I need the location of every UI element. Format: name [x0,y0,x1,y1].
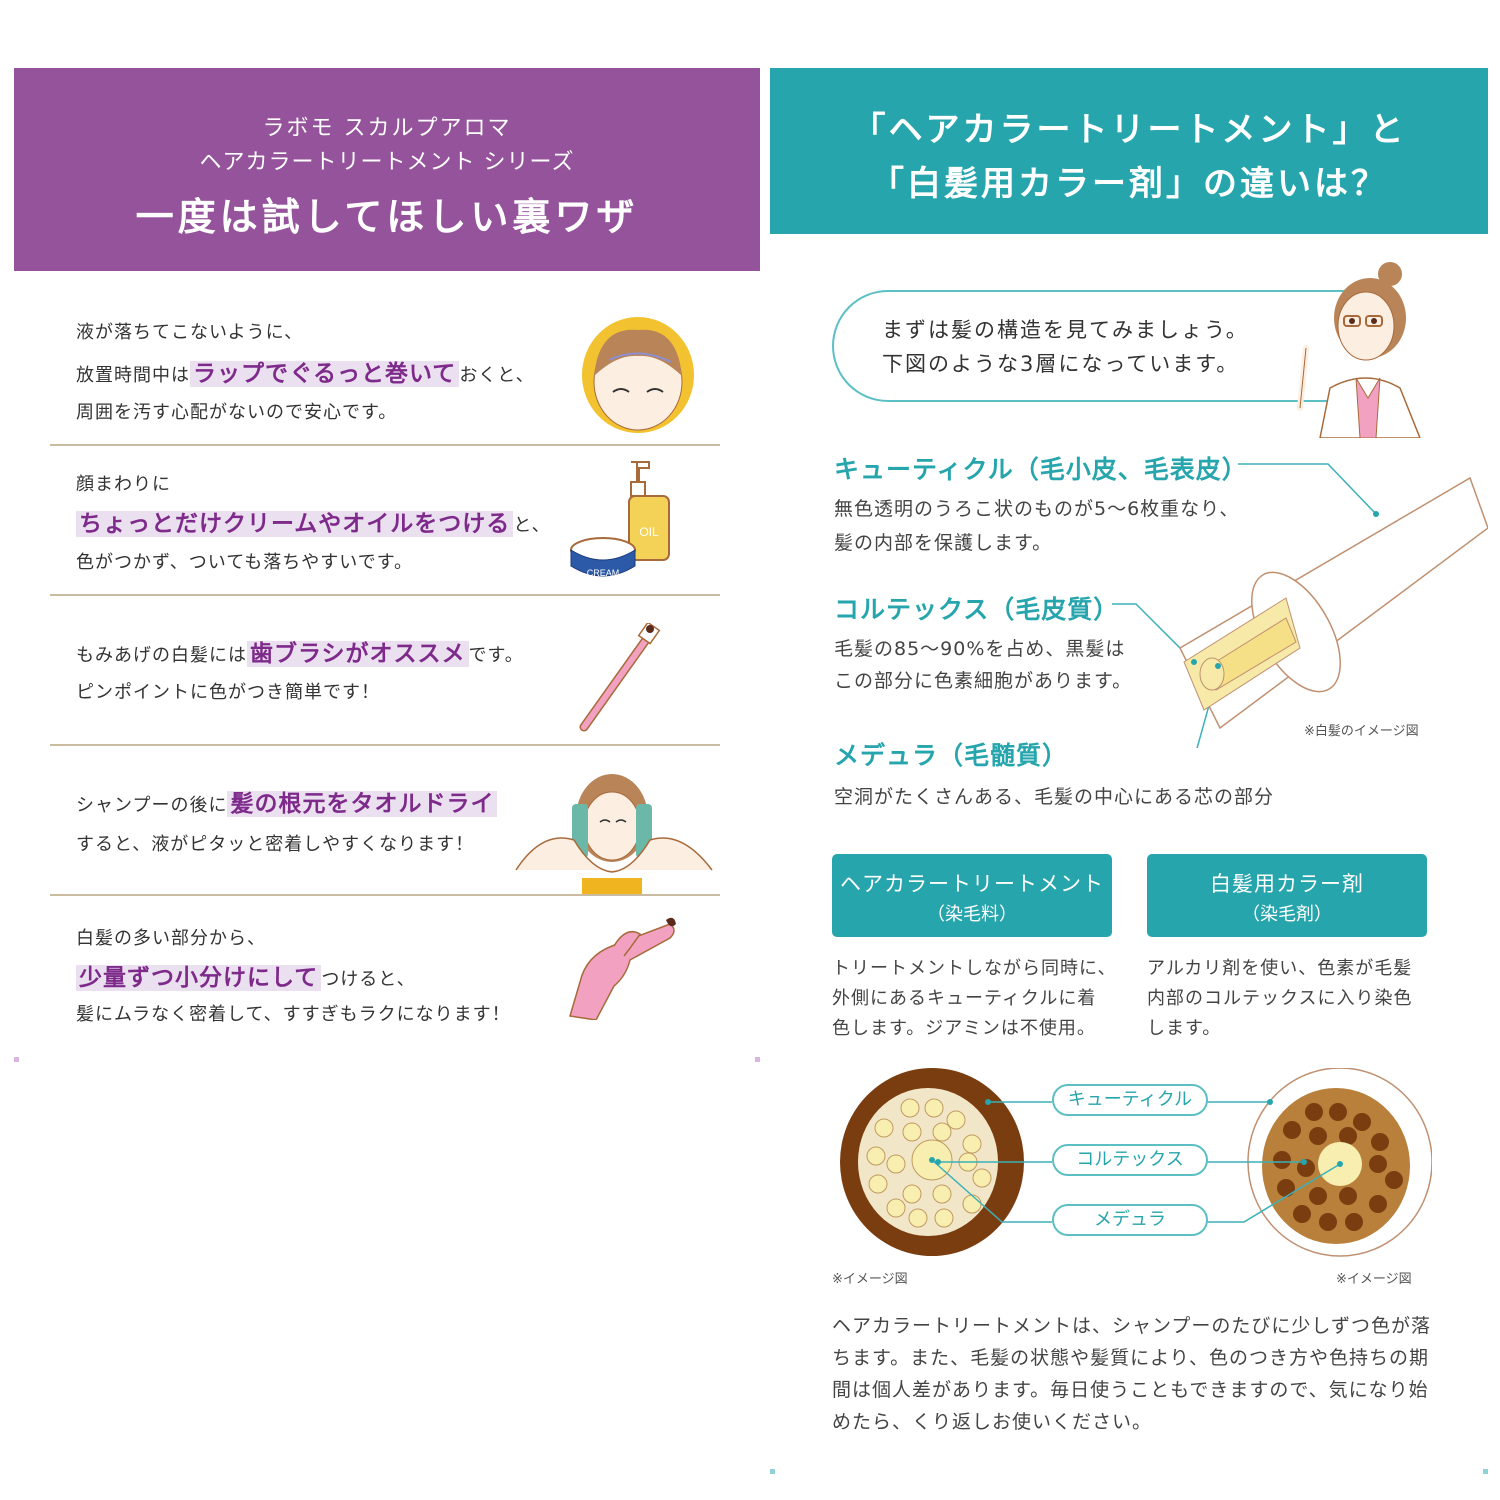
panel-corner [755,1057,760,1062]
toothbrush-icon [579,623,661,732]
treatment-name: ヘアカラートリートメント [840,872,1104,896]
divider [50,744,720,746]
tip-text: 色がつかず、ついても落ちやすいです。 [76,552,413,573]
panel-corner [1483,1469,1488,1474]
tip-item: 顔まわりに ちょっとだけクリームやオイルをつけると、 色がつかず、ついても落ちや… [50,460,720,600]
treatment-sub: （染毛料） [927,904,1017,925]
tip-highlight: ちょっとだけクリームやオイルをつける [76,511,514,537]
panel-corner [14,1057,19,1062]
dye-name: 白髪用カラー剤 [1210,872,1364,896]
tip-highlight: 髪の根元をタオルドライ [227,791,498,817]
svg-text:OIL: OIL [639,525,659,539]
layer-desc: 毛髪の85～90%を占め、黒髪は [834,638,1126,660]
layer-label-cuticle: キューティクル（毛小皮、毛表皮） [834,455,1248,484]
tip-text: 顔まわりに [76,474,171,495]
tip-highlight: ラップでぐるっと巻いて [190,361,460,387]
hair-image-note: ※白髪のイメージ図 [1304,724,1419,739]
treatment-box: ヘアカラートリートメント （染毛料） [832,854,1112,937]
divider [50,594,720,596]
oil-cream-icon: OIL CREAM [570,461,670,578]
dye-desc: アルカリ剤を使い、色素が毛髪 内部のコルテックスに入り染色 します。 [1147,958,1413,1039]
tip-highlight: 歯ブラシがオススメ [247,641,469,667]
layer-label-cortex: コルテックス（毛皮質） [834,595,1120,624]
tip-text: シャンプーの後に髪の根元をタオルドライ [76,784,498,818]
speech-text: まずは髪の構造を見てみましょう。 [882,318,1249,342]
towel-dry-icon [515,774,713,894]
tip-text: 液が落ちてこないように、 [76,322,304,343]
layer-desc: 髪の内部を保護します。 [834,532,1053,554]
gloved-hand-icon [569,917,676,1020]
teacher-avatar-icon [1297,262,1421,438]
svg-text:CREAM: CREAM [587,568,620,578]
series-name: ヘアカラートリートメント シリーズ [199,150,575,175]
comparison-title-line1: 「ヘアカラートリートメント」と [851,110,1407,150]
tips-header: ラボモ スカルプアロマ ヘアカラートリートメント シリーズ 一度は試してほしい裏… [14,68,760,271]
layer-desc: 無色透明のうろこ状のものが5～6枚重なり、 [834,498,1240,520]
tip-text: ちょっとだけクリームやオイルをつけると、 [76,504,551,538]
tip-highlight: 少量ずつ小分けにして [76,965,322,991]
series-brand: ラボモ スカルプアロマ [262,116,512,141]
tip-text: ピンポイントに色がつき簡単です！ [76,682,380,703]
dye-sub: （染毛剤） [1242,904,1332,925]
face-wrapped-icon [582,317,694,433]
cross-label-cortex: コルテックス [1052,1144,1208,1176]
tip-text: 少量ずつ小分けにしてつけると、 [76,958,416,992]
comparison-header: 「ヘアカラートリートメント」と 「白髪用カラー剤」の違いは？ [770,68,1488,234]
tips-title: 一度は試してほしい裏ワザ [135,195,639,239]
tip-text: 周囲を汚す心配がないので安心です。 [76,402,398,423]
layer-label-medulla: メデュラ（毛髄質） [834,741,1069,770]
cross-label-cuticle: キューティクル [1052,1084,1208,1116]
tip-text: 白髪の多い部分から、 [76,928,266,949]
hair-structure-diagram [1112,463,1488,748]
panel-corner [770,1469,775,1474]
tips-panel: ラボモ スカルプアロマ ヘアカラートリートメント シリーズ 一度は試してほしい裏… [14,68,760,1062]
tip-text: すると、液がピタッと密着しやすくなります！ [76,834,475,855]
comparison-panel: 「ヘアカラートリートメント」と 「白髪用カラー剤」の違いは？ まずは髪の構造を見… [770,68,1488,1474]
tip-text: 髪にムラなく密着して、すすぎもラクになります！ [76,1004,511,1025]
layer-desc: この部分に色素細胞があります。 [834,670,1133,692]
cross-section-diagram [840,1068,1432,1257]
tip-item: 液が落ちてこないように、 放置時間中はラップでぐるっと巻いておくと、 周囲を汚す… [50,308,720,448]
divider [50,894,720,896]
comparison-title-line2: 「白髪用カラー剤」の違いは？ [870,164,1388,204]
divider [50,444,720,446]
treatment-desc: トリートメントしながら同時に、 外側にあるキューティクルに着 色します。ジアミン… [832,958,1117,1039]
layer-desc: 空洞がたくさんある、毛髪の中心にある芯の部分 [834,786,1275,808]
tip-item: シャンプーの後に髪の根元をタオルドライ すると、液がピタッと密着しやすくなります… [50,780,720,880]
hair-dye-box: 白髪用カラー剤 （染毛剤） [1147,854,1427,937]
speech-text: 下図のような3層になっています。 [882,352,1240,376]
tip-item: もみあげの白髪には歯ブラシがオススメです。 ピンポイントに色がつき簡単です！ [50,628,720,728]
tip-text: 放置時間中はラップでぐるっと巻いておくと、 [76,361,535,387]
tip-text: もみあげの白髪には歯ブラシがオススメです。 [76,641,524,667]
image-note-right: ※イメージ図 [1336,1272,1412,1287]
cross-label-medulla: メデュラ [1052,1204,1208,1236]
speech-bubble: まずは髪の構造を見てみましょう。 下図のような3層になっています。 [832,290,1354,402]
image-note-left: ※イメージ図 [832,1272,908,1287]
tip-item: 白髪の多い部分から、 少量ずつ小分けにしてつけると、 髪にムラなく密着して、すす… [50,918,720,1058]
closing-text: ヘアカラートリートメントは、シャンプーのたびに少しずつ色が落ちます。また、毛髪の… [832,1315,1432,1433]
